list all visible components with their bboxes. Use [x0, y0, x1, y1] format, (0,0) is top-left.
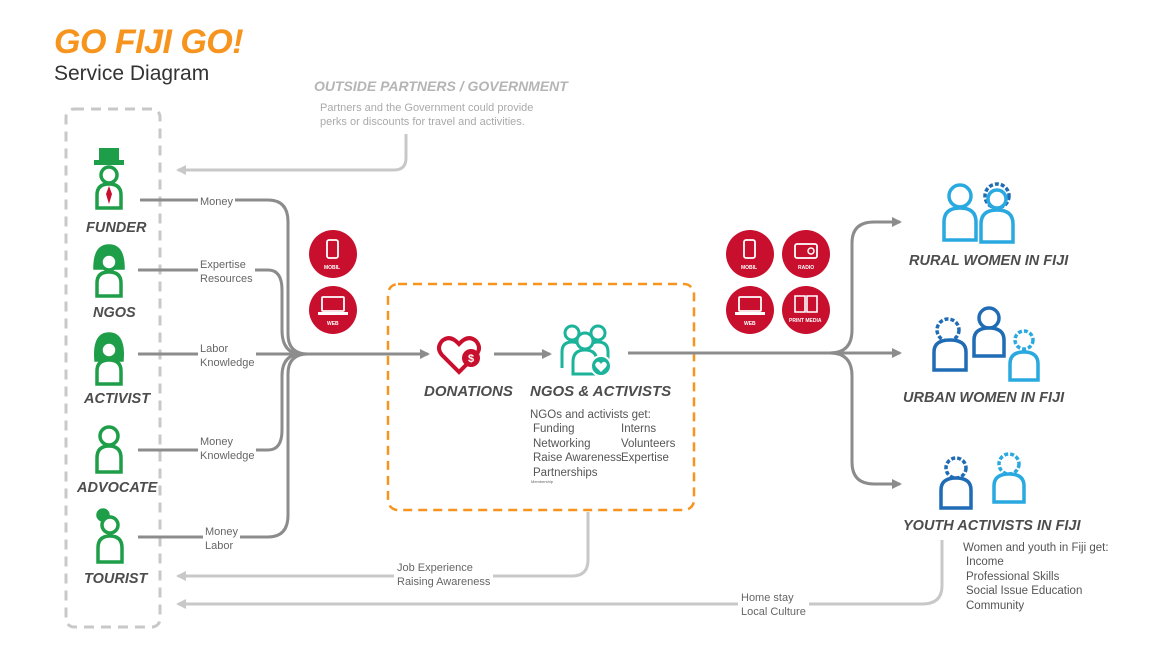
- inbound-flows: [138, 198, 420, 539]
- youth-benefits-list: Income Professional Skills Social Issue …: [966, 556, 1083, 612]
- youth-pair-icon: [939, 452, 1026, 510]
- group-heart-icon: [560, 324, 612, 377]
- channel-in-web: [309, 286, 357, 334]
- return-label-home-stay: Home stay Local Culture: [738, 591, 809, 619]
- channel-out-radio-label: RADIO: [798, 265, 815, 271]
- participant-label-ngos: NGOS: [93, 305, 136, 321]
- ngos-benefits-col1: Funding Networking Raise Awareness Partn…: [533, 423, 622, 479]
- participant-label-advocate: ADVOCATE: [77, 480, 158, 496]
- core-service-box: [386, 282, 696, 512]
- page-title: GO FIJI GO!: [54, 23, 244, 61]
- return-flow-home-stay: [176, 540, 944, 609]
- offer-tourist: Money Labor: [203, 525, 241, 553]
- tourist-icon: [96, 508, 124, 564]
- three-women-icon: [932, 306, 1040, 382]
- ngos-benefits-col2: Interns Volunteers Expertise: [621, 423, 676, 464]
- outbound-flows: [628, 217, 902, 489]
- funder-icon: [94, 148, 124, 210]
- advocate-icon: [95, 425, 123, 474]
- channel-out-web: [726, 286, 774, 334]
- offer-advocate: Money Knowledge: [198, 435, 257, 463]
- partners-title: OUTSIDE PARTNERS / GOVERNMENT: [314, 78, 568, 94]
- page-subtitle: Service Diagram: [54, 62, 210, 85]
- offer-ngos: Expertise Resources: [198, 258, 255, 286]
- channel-in-mobile: [309, 230, 357, 278]
- channel-out-mobile: [726, 230, 774, 278]
- offer-funder: Money: [198, 195, 236, 209]
- beneficiary-label-rural: RURAL WOMEN IN FIJI: [909, 253, 1069, 269]
- beneficiary-label-youth: YOUTH ACTIVISTS IN FIJI: [903, 518, 1081, 534]
- channel-out-radio: [782, 230, 830, 278]
- ngos-fine-print: Membership: [531, 479, 554, 484]
- youth-benefits-intro: Women and youth in Fiji get:: [963, 542, 1109, 554]
- return-label-job-experience: Job Experience Raising Awareness: [394, 561, 494, 589]
- two-women-icon: [942, 182, 1015, 244]
- svg-text:$: $: [468, 353, 474, 365]
- partners-flow: [176, 134, 408, 175]
- offer-activist: Labor Knowledge: [198, 342, 257, 370]
- activist-icon: [94, 332, 124, 386]
- donations-label: DONATIONS: [424, 383, 513, 400]
- return-flow-job-experience: [176, 512, 590, 581]
- channel-out-print-media: [782, 286, 830, 334]
- ngos-benefits-intro: NGOs and activists get:: [530, 409, 651, 421]
- participant-label-tourist: TOURIST: [84, 571, 148, 587]
- ngos-activists-label: NGOS & ACTIVISTS: [530, 383, 672, 400]
- heart-dollar-icon: $: [437, 336, 481, 375]
- participant-label-activist: ACTIVIST: [84, 391, 151, 407]
- partners-description: Partners and the Government could provid…: [320, 102, 534, 128]
- channel-in-mobile-label: MOBIL: [324, 265, 341, 271]
- channel-out-print-media-label: PRINT MEDIA: [789, 318, 822, 324]
- ngo-icon: [93, 244, 125, 298]
- channel-in-web-label: WEB: [327, 321, 339, 327]
- participant-label-funder: FUNDER: [86, 220, 147, 236]
- channel-out-web-label: WEB: [744, 321, 756, 327]
- channel-out-mobile-label: MOBIL: [741, 265, 758, 271]
- participants-box: [64, 107, 162, 629]
- beneficiary-label-urban: URBAN WOMEN IN FIJI: [903, 390, 1065, 406]
